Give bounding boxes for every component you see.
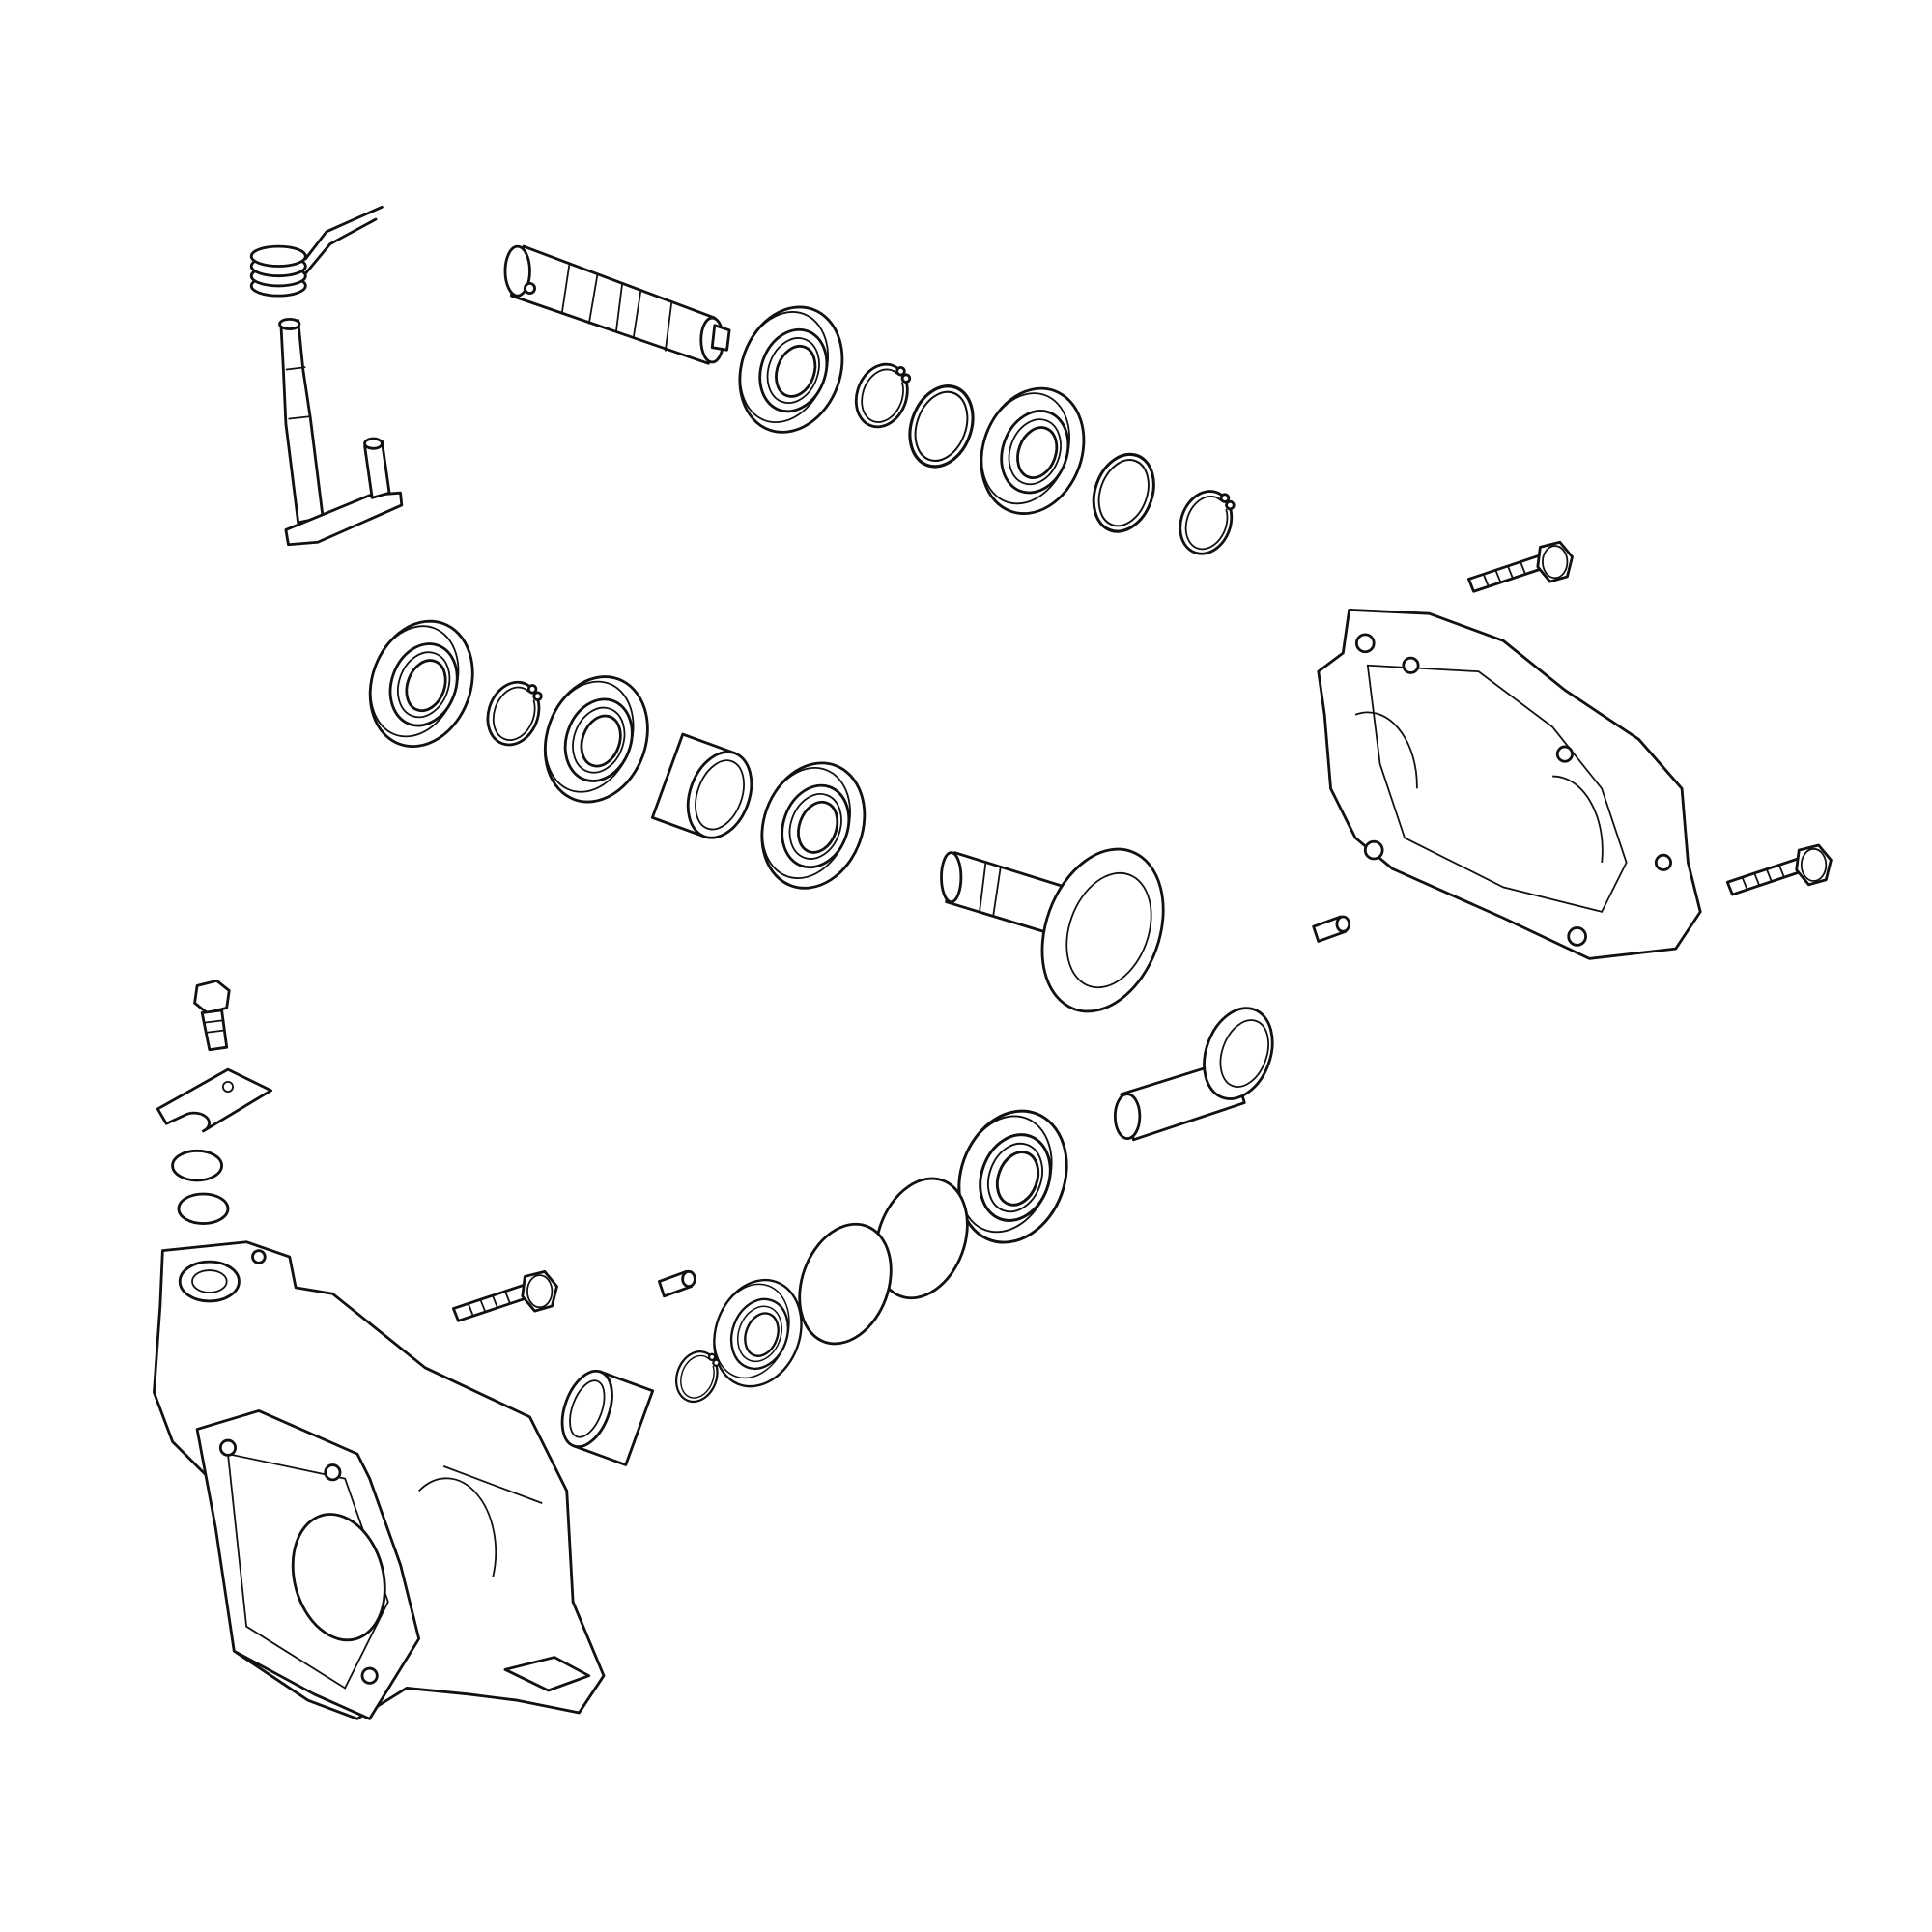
snap-ring — [477, 672, 550, 753]
snap-ring — [846, 355, 918, 436]
o-ring — [177, 1192, 230, 1225]
o-ring — [798, 1222, 893, 1346]
input-shaft — [503, 244, 731, 365]
ball-bearing — [526, 661, 667, 818]
ball-bearing — [743, 747, 883, 904]
bolt — [451, 1269, 558, 1322]
shim-ring — [897, 375, 985, 477]
right-housing — [1317, 608, 1702, 960]
ball-bearing — [962, 372, 1102, 530]
shim-ring — [1081, 443, 1166, 542]
spacer-sleeve — [650, 732, 753, 839]
left-housing — [153, 1240, 606, 1720]
shift-shaft — [278, 317, 404, 547]
snap-ring — [1170, 481, 1242, 563]
bolt — [1467, 540, 1574, 593]
oil-seal — [352, 605, 492, 763]
dowel-pin — [1312, 915, 1351, 943]
retainer-plate — [156, 1067, 273, 1133]
bevel-gear-shaft — [940, 847, 1165, 1013]
bolt — [193, 979, 231, 1052]
dowel-pin — [657, 1269, 696, 1298]
torsion-spring — [249, 205, 384, 298]
bushing — [560, 1369, 655, 1466]
o-ring — [171, 1149, 223, 1182]
bolt — [1725, 843, 1833, 896]
o-ring — [874, 1177, 969, 1300]
oil-seal — [721, 291, 861, 448]
output-shaft — [1113, 1007, 1274, 1142]
